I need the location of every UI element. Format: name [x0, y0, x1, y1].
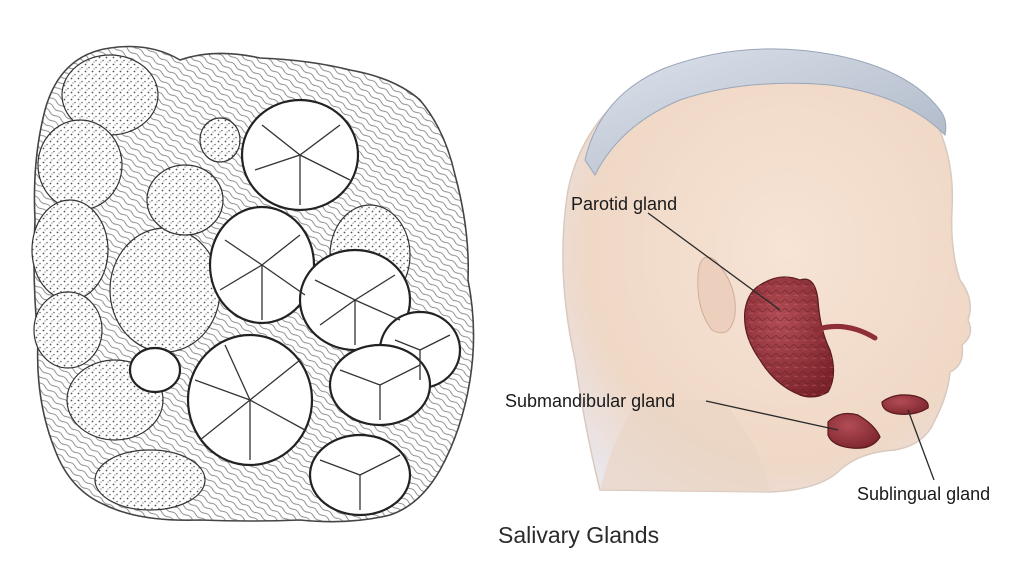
- histology-section: [31, 45, 475, 523]
- submandibular-gland: [827, 412, 881, 449]
- head-silhouette: [562, 50, 972, 493]
- sublingual-gland-label: Sublingual gland: [857, 484, 991, 504]
- neck: [600, 400, 770, 492]
- submandibular-leader-line: [705, 400, 839, 431]
- parotid-texture: [744, 276, 834, 397]
- sublingual-gland: [881, 394, 929, 415]
- parotid-leader-line: [647, 212, 781, 311]
- parotid-gland-label: Parotid gland: [571, 194, 678, 214]
- submandibular-gland-label: Submandibular gland: [505, 391, 676, 411]
- ear: [697, 256, 736, 334]
- figure-caption: Salivary Glands: [498, 522, 660, 548]
- head-illustration: [562, 48, 972, 493]
- mucous-cell-walls: [194, 124, 451, 510]
- parotid-duct: [812, 323, 878, 341]
- sublingual-leader-line: [907, 409, 935, 481]
- leader-lines: [647, 212, 935, 481]
- hair: [584, 48, 947, 176]
